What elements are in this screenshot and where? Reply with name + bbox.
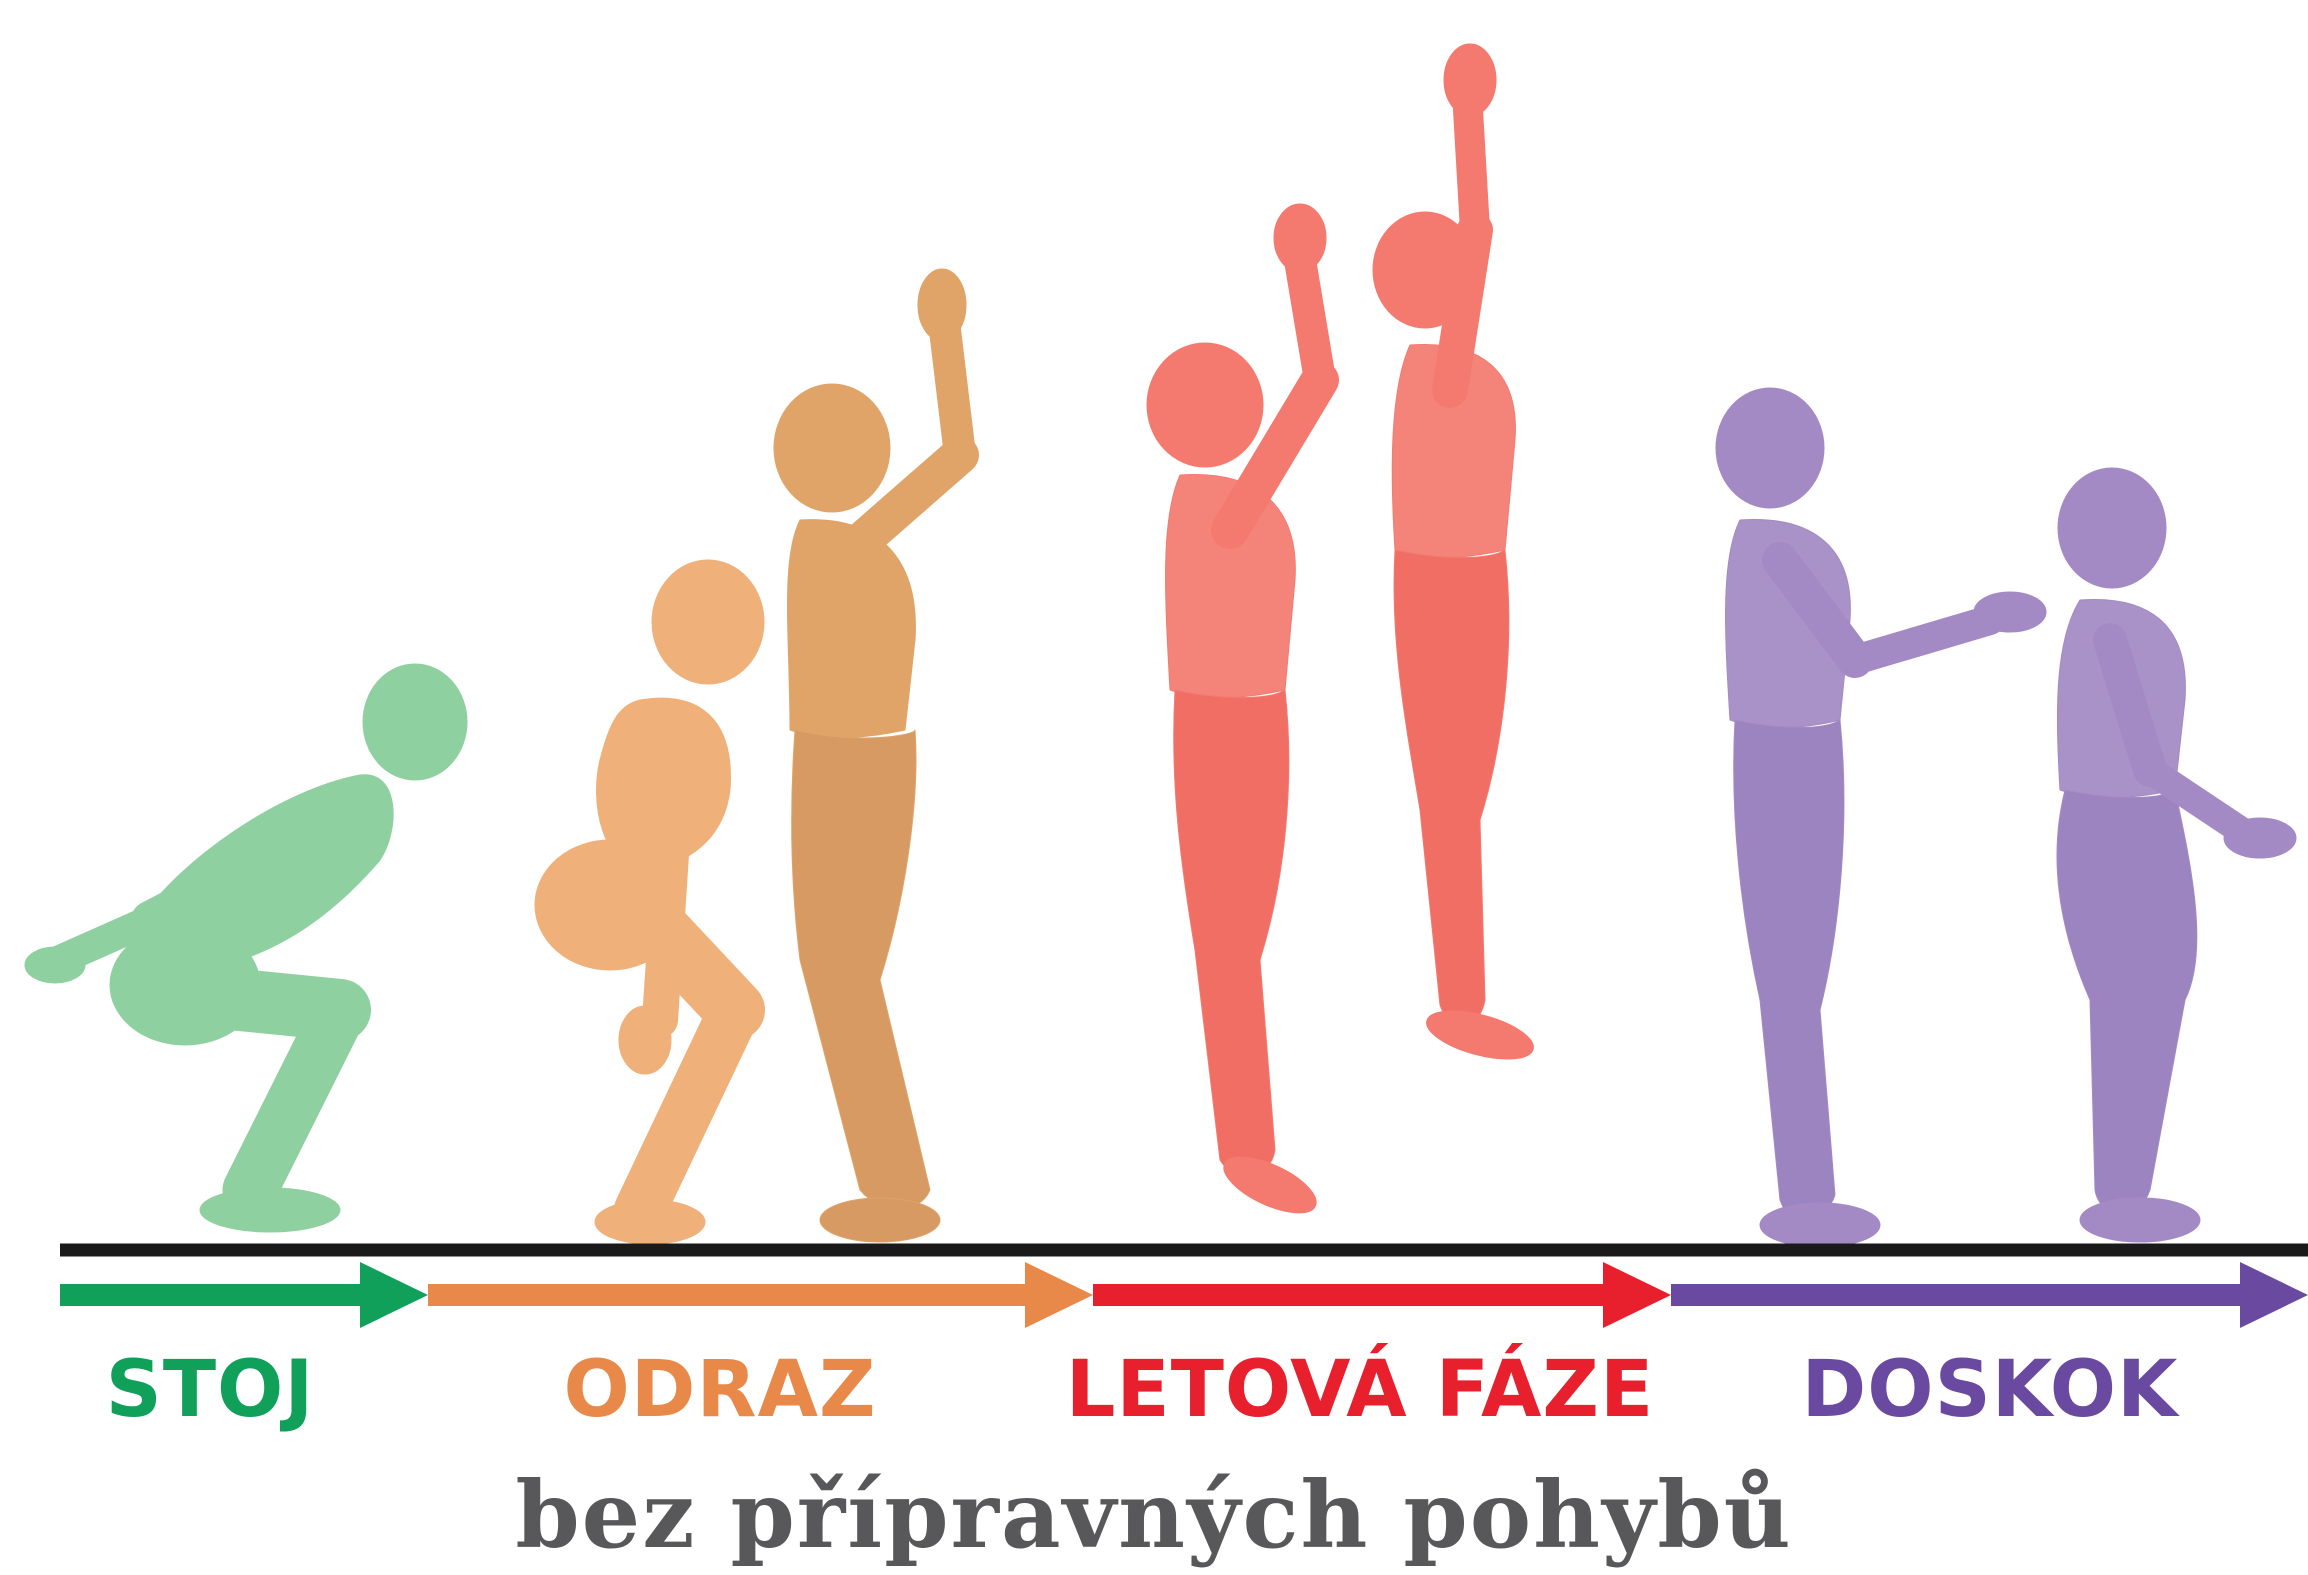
figure-doskok-absorb	[2057, 468, 2296, 1242]
arrow-odraz	[428, 1262, 1093, 1328]
phase-label-letova-faze: LETOVÁ FÁZE	[1040, 1330, 1680, 1450]
figure-letova-peak	[1373, 44, 1538, 1069]
figure-letova-takeoff	[1147, 204, 1326, 1224]
diagram-caption: bez přípravných pohybů	[0, 1460, 2308, 1570]
arrow-doskok	[1671, 1262, 2308, 1328]
phase-arrows	[60, 1262, 2308, 1328]
figure-doskok-landing	[1716, 388, 2046, 1247]
arrow-letova-faze	[1093, 1262, 1671, 1328]
phase-label-doskok: DOSKOK	[1780, 1330, 2200, 1450]
phase-label-stoj: STOJ	[60, 1330, 360, 1450]
phase-label-odraz: ODRAZ	[520, 1330, 920, 1450]
figure-odraz-squat	[535, 560, 764, 1244]
figure-odraz-rise	[774, 269, 966, 1242]
arrow-stoj	[60, 1262, 428, 1328]
figures	[25, 44, 2296, 1247]
figure-stoj-crouch	[25, 664, 467, 1232]
